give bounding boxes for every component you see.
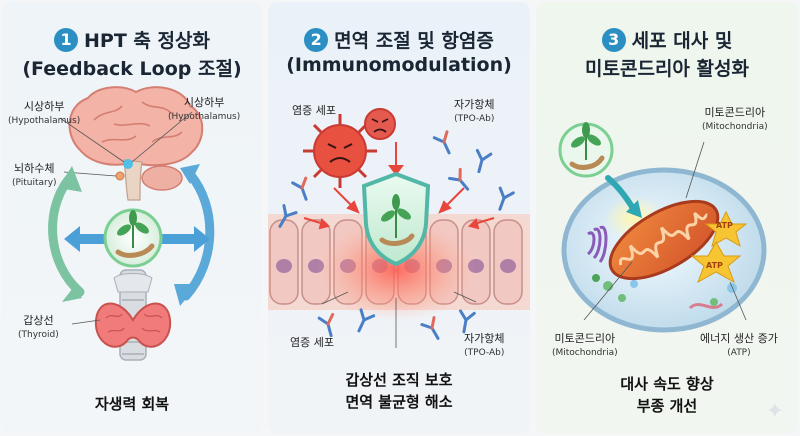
- label-text: 시상하부: [183, 96, 225, 109]
- atp-icon: [690, 210, 748, 284]
- label-text: 미토콘드리아: [554, 332, 616, 345]
- label-autoantibody-top: 자가항체 (TPO-Ab): [454, 98, 494, 126]
- panel3-subtitle: 미토콘드리아 활성화: [585, 58, 749, 80]
- cell-illustration: [558, 122, 767, 333]
- panel3-caption-line2: 부종 개선: [636, 397, 698, 415]
- label-autoantibody-bottom: 자가항체 (TPO-Ab): [464, 332, 504, 360]
- shield-icon: [361, 171, 431, 267]
- panel1-title-line1: HPT 축 정상화: [84, 30, 210, 52]
- label-text: 미토콘드리아: [704, 106, 766, 119]
- label-energy-production: 에너지 생산 증가 (ATP): [700, 332, 778, 360]
- panel2-caption-line2: 면역 불균형 해소: [345, 393, 453, 411]
- label-text-en: (Hypothalamus): [8, 116, 81, 126]
- horizontal-arrows: [64, 226, 210, 252]
- herb-medicine-icon: [558, 122, 614, 178]
- label-text: 자가항체: [464, 332, 505, 345]
- panel2-subtitle: (Immunomodulation): [286, 54, 512, 76]
- label-mitochondria-bottom: 미토콘드리아 (Mitochondria): [552, 332, 618, 360]
- label-inflammatory-cell-bottom: 염증 세포: [290, 336, 334, 349]
- sparkle-icon: ✦: [765, 399, 784, 424]
- panel3-title-line1: 세포 대사 및: [631, 30, 733, 52]
- feedback-loop-arrows: [48, 169, 215, 301]
- label-thyroid: 갑상선 (Thyroid): [18, 314, 59, 342]
- label-text-en: (Pituitary): [12, 178, 57, 188]
- label-text-en: (Mitochondria): [552, 348, 618, 358]
- label-text: 시상하부: [23, 100, 65, 113]
- pituitary-icon: [115, 171, 125, 181]
- antibody-icons: [278, 130, 515, 340]
- label-text: 뇌하수체: [14, 162, 55, 175]
- panel1-caption: 자생력 회복: [94, 395, 170, 413]
- step-number-badge: 1: [54, 28, 79, 52]
- label-text: 갑상선: [23, 314, 54, 327]
- label-mitochondria-top: 미토콘드리아 (Mitochondria): [702, 106, 768, 134]
- label-text-en: (ATP): [727, 348, 751, 358]
- label-text-en: (TPO-Ab): [454, 114, 495, 124]
- label-hypothalamus-left: 시상하부 (Hypothalamus): [8, 100, 80, 128]
- attack-arrows: [303, 142, 495, 230]
- panel1-subtitle: (Feedback Loop 조절): [22, 58, 242, 80]
- inflammatory-cell-icon: [303, 114, 377, 188]
- panel2-title-line1: 면역 조절 및 항염증: [334, 30, 494, 52]
- herb-medicine-icon: [103, 208, 163, 268]
- hypothalamus-icon: [123, 159, 133, 169]
- label-text-en: (Mitochondria): [702, 122, 768, 132]
- atp-badge-1: ATP: [716, 221, 733, 230]
- label-text: 에너지 생산 증가: [700, 332, 778, 345]
- thyroid-icon: [94, 269, 172, 361]
- thyroid-tissue: [268, 214, 530, 322]
- angry-cell-icon: [364, 108, 396, 140]
- brain-icon: [68, 86, 204, 201]
- immune-illustration: [268, 108, 530, 348]
- panel2-caption-line1: 갑상선 조직 보호: [345, 371, 453, 389]
- label-hypothalamus-right: 시상하부 (Hypothalamus): [168, 96, 240, 124]
- atp-badge-2: ATP: [706, 261, 723, 270]
- label-text: 자가항체: [454, 98, 495, 111]
- step-number-badge: 3: [601, 28, 626, 52]
- label-text-en: (TPO-Ab): [464, 348, 505, 358]
- hpt-illustration: [48, 86, 215, 361]
- label-text-en: (Hypothalamus): [168, 112, 241, 122]
- mitochondria-icon: [608, 199, 720, 281]
- label-pituitary: 뇌하수체 (Pituitary): [12, 162, 57, 190]
- panel3-caption-line1: 대사 속도 향상: [620, 375, 714, 393]
- step-number-badge: 2: [304, 28, 329, 52]
- inflammation-glow: [316, 218, 476, 322]
- label-text-en: (Thyroid): [18, 330, 59, 340]
- label-inflammatory-cell-top: 염증 세포: [292, 104, 336, 117]
